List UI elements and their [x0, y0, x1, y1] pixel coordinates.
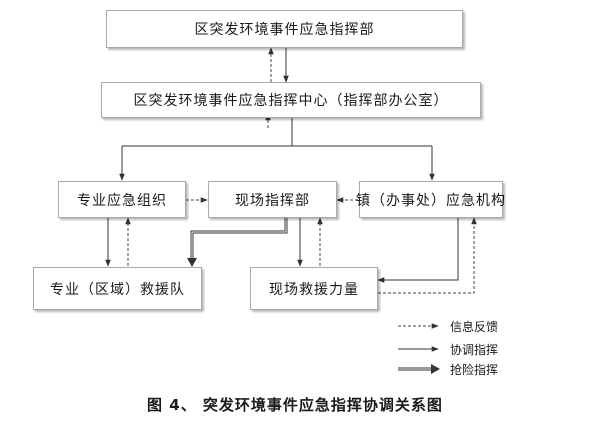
legend-coordinate-label: 协调指挥 — [450, 343, 499, 357]
district-command-label: 区突发环境事件应急指挥部 — [194, 22, 375, 38]
coordinate-town-to-rescue — [377, 218, 459, 283]
onsite-command-box: 现场指挥部 — [208, 181, 337, 218]
rescue-team-box: 专业（区域）救援队 — [33, 267, 202, 310]
emergency-onsite-to-team — [190, 218, 288, 258]
town-agency-box: 镇（办事处）应急机构 — [356, 181, 506, 218]
onsite-command-label: 现场指挥部 — [235, 192, 310, 209]
emergency-arrowhead — [187, 258, 197, 267]
command-center-label: 区突发环境事件应急指挥中心（指挥部办公室） — [133, 93, 449, 109]
legend-emergency-arrowhead — [431, 364, 440, 374]
district-command-box: 区突发环境事件应急指挥部 — [106, 10, 463, 48]
professional-org-label: 专业应急组织 — [77, 192, 167, 209]
command-center-box: 区突发环境事件应急指挥中心（指挥部办公室） — [101, 82, 481, 118]
legend-feedback-label: 信息反馈 — [450, 320, 499, 334]
onsite-rescue-box: 现场救援力量 — [250, 267, 378, 310]
onsite-rescue-label: 现场救援力量 — [269, 281, 359, 298]
professional-org-box: 专业应急组织 — [58, 181, 186, 218]
legend-emergency-label: 抢险指挥 — [450, 363, 499, 377]
rescue-team-label: 专业（区域）救援队 — [50, 281, 185, 298]
figure-caption: 图 4、 突发环境事件应急指挥协调关系图 — [147, 396, 443, 414]
feedback-rescue-to-town — [378, 217, 477, 294]
town-agency-label: 镇（办事处）应急机构 — [356, 192, 506, 209]
